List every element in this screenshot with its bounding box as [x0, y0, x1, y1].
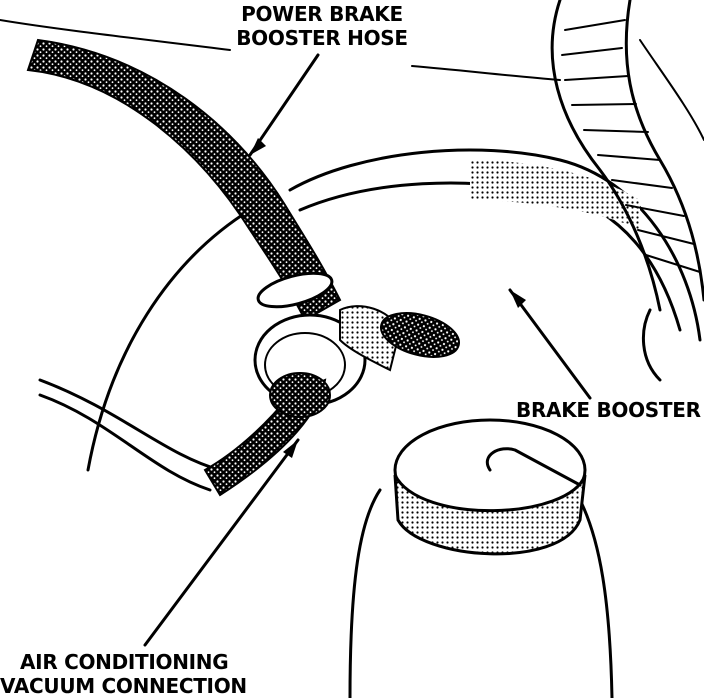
ac-vacuum-line [38, 393, 212, 492]
brake-booster-left [86, 208, 252, 472]
ac-vacuum-line-2 [38, 378, 222, 472]
firewall-edge [639, 39, 704, 141]
leader-ac-arrow [283, 440, 298, 458]
leader-booster [508, 288, 592, 400]
label-ac-vacuum-connection: AIR CONDITIONING VACUUM CONNECTION [0, 650, 247, 698]
corrugated-hose [550, 0, 662, 312]
label-hose-line1: POWER BRAKE [241, 2, 403, 26]
label-brake-booster: BRAKE BOOSTER [516, 398, 701, 422]
label-ac-line2: VACUUM CONNECTION [0, 674, 247, 698]
corrugated-hose-2 [624, 0, 704, 302]
label-power-brake-booster-hose: POWER BRAKE BOOSTER HOSE [222, 2, 422, 50]
brake-booster-body [288, 148, 702, 342]
hose-ribs [561, 19, 701, 273]
reservoir-cap-vent [486, 447, 582, 487]
ac-fitting [269, 372, 331, 418]
label-ac-line1: AIR CONDITIONING [20, 650, 229, 674]
engine-outline-top [0, 19, 231, 51]
lower-hose-loop [641, 308, 662, 382]
reservoir-cap-band [393, 474, 587, 556]
grommet [380, 312, 460, 358]
leader-hose-arrow [250, 138, 266, 155]
reservoir-body [348, 488, 382, 698]
engine-outline-mid [411, 65, 561, 81]
booster-shading [470, 160, 640, 230]
leader-ac [143, 438, 300, 647]
hose-clamp [256, 271, 334, 309]
label-hose-line2: BOOSTER HOSE [236, 26, 408, 50]
reservoir-body-right [578, 498, 614, 698]
leader-hose [248, 53, 320, 157]
leader-booster-arrow [510, 290, 526, 308]
